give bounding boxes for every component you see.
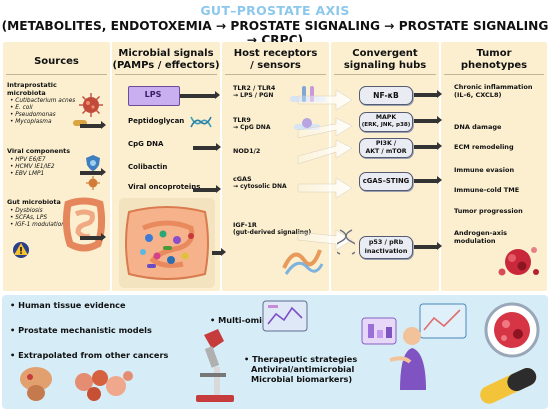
prostate-organ-icon <box>20 367 52 401</box>
virus-shield-icon <box>86 155 100 171</box>
flow-arrow <box>212 248 226 256</box>
phenotype-immune-cold-tme: Immune-cold TME <box>454 186 520 194</box>
phenotype-chronic-inflammation: Chronic inflammation(IL-6, CXCL8) <box>454 83 533 99</box>
viral-components-title: Viral components <box>7 147 70 155</box>
phenotype-tumor-progression: Tumor progression <box>454 207 523 215</box>
evidence-other-cancers: • Extrapolated from other cancers <box>10 350 169 360</box>
signal-cpg-dna: CpG DNA <box>128 140 164 148</box>
receptor-igf1r: IGF-1R(gut-derived signaling) <box>233 221 312 237</box>
evidence-human-tissue: • Human tissue evidence <box>10 300 126 310</box>
list-item: • E. coli <box>10 105 33 112</box>
researcher-icon <box>361 303 467 390</box>
header-divider <box>225 74 326 75</box>
hub-nf-kb: NF-κB <box>359 86 413 105</box>
intestine-icon <box>62 197 106 252</box>
header-divider <box>444 74 544 75</box>
flow-arrow <box>414 116 442 124</box>
evidence-multi-omics: • Multi-omics <box>210 315 272 325</box>
phenotype-immune-evasion: Immune evasion <box>454 166 515 174</box>
pathway-arrows <box>297 89 353 251</box>
hub-p53-prb: p53 / pRb inactivation <box>359 236 413 259</box>
host-receptors-panel <box>222 42 329 291</box>
evidence-prostate-models: • Prostate mechanistic models <box>10 325 152 335</box>
list-item: • EBV LMP1 <box>10 171 45 178</box>
hub-pi3k-akt-mtor: PI3K / AKT / mTOR <box>359 138 413 158</box>
virus-icon <box>86 176 100 190</box>
evidence-therapeutic-strategies: • Therapeutic strategies Antiviral/antim… <box>244 354 358 384</box>
host-header-line2: / sensors <box>250 60 301 71</box>
list-item: • HCMV IE1/IE2 <box>10 164 55 171</box>
tumor-header-line2: phenotypes <box>460 60 528 71</box>
flow-arrow <box>414 176 442 184</box>
phenotype-ecm-remodeling: ECM remodeling <box>454 143 514 151</box>
flow-arrow <box>414 90 442 98</box>
receptor-cgas: cGAS→ cytosolic DNA <box>233 175 287 191</box>
signal-colibactin: Colibactin <box>128 163 168 171</box>
flow-arrow <box>80 233 106 241</box>
capsule-icon <box>480 367 537 404</box>
list-item: • IGF-1 modulation <box>10 222 65 229</box>
microbial-header-line2: (PAMPs / effectors) <box>112 60 220 71</box>
list-item: • Cutibacterium acnes <box>10 98 76 104</box>
tumor-phenotypes-panel <box>441 42 547 291</box>
cells-cluster-icon <box>75 370 133 401</box>
dna-icon <box>190 116 212 128</box>
multiomics-screen-icon <box>262 300 308 332</box>
receptor-tlr2-tlr4: TLR2 / TLR4→ LPS / PGN <box>233 84 276 100</box>
list-item: • HPV E6/E7 <box>10 157 46 163</box>
list-item: • Pseudomonas <box>10 112 56 119</box>
flow-arrow <box>80 121 106 129</box>
bacteria-icon <box>79 93 103 117</box>
warning-icon <box>13 242 29 258</box>
gut-microbiota-title: Gut microbiota <box>7 198 61 206</box>
signal-peptidoglycan: Peptidoglycan <box>128 117 185 125</box>
gut-microbiome-icon <box>119 198 215 288</box>
host-header-line1: Host receptors <box>233 48 318 59</box>
dna-helix-icon <box>337 229 355 255</box>
sources-header: Sources <box>34 56 79 67</box>
flow-arrow <box>180 91 220 99</box>
flow-arrow <box>193 185 221 193</box>
header-divider <box>115 74 217 75</box>
viral-list: • HPV E6/E7 • HCMV IE1/IE2 • EBV LMP1 <box>10 157 55 178</box>
header-divider <box>6 74 107 75</box>
intraprostatic-title-line2: microbiota <box>7 89 46 97</box>
ribbon-protein-icon <box>282 249 324 275</box>
hub-mapk: MAPK (ERK, JNK, p38) <box>359 112 413 132</box>
lps-label: LPS <box>144 90 162 99</box>
gut-list: • Dysbiosis • SCFAs, LPS • IGF-1 modulat… <box>10 208 65 229</box>
intraprostatic-title-line1: Intraprostatic <box>7 81 57 89</box>
tumor-magnifier-icon <box>484 302 540 358</box>
list-item: • SCFAs, LPS <box>10 215 48 222</box>
receptor-nod1-2: NOD1/2 <box>233 147 261 155</box>
flow-arrow <box>414 142 442 150</box>
lps-box <box>128 86 180 106</box>
flow-arrow <box>414 242 442 250</box>
hub-cgas-sting: cGAS–STING <box>359 172 413 191</box>
flow-arrow <box>193 143 221 151</box>
intraprostatic-list: • Cutibacterium acnes • E. coli • Pseudo… <box>10 98 75 126</box>
microbial-header-line1: Microbial signals <box>118 48 214 59</box>
receptor-tlr9: TLR9→ CpG DNA <box>233 116 271 132</box>
tumor-header-line1: Tumor <box>476 48 512 59</box>
header-divider <box>334 74 436 75</box>
flow-arrow <box>80 168 106 176</box>
list-item: • Mycoplasma <box>10 119 52 126</box>
signal-viral-oncoproteins: Viral oncoproteins <box>128 183 201 191</box>
convergent-header-line2: signaling hubs <box>343 60 427 71</box>
phenotype-dna-damage: DNA damage <box>454 123 502 131</box>
convergent-header-line1: Convergent <box>352 48 418 59</box>
list-item: • Dysbiosis <box>10 208 43 214</box>
figure-title: GUT–PROSTATE AXIS <box>200 3 350 18</box>
microscope-icon <box>196 329 234 402</box>
tumor-cells-icon <box>498 247 539 276</box>
